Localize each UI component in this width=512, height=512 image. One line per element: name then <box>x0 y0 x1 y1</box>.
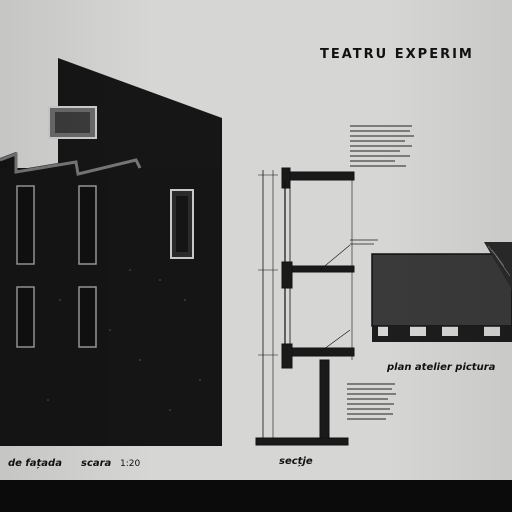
window-lower-2 <box>78 286 97 348</box>
window-lower-1 <box>16 286 35 348</box>
facade-texture <box>47 269 201 411</box>
window-upper-2 <box>78 185 97 265</box>
section-note-mid <box>350 239 378 245</box>
section-notes-bottom <box>347 383 396 420</box>
sheet-title: TEATRU EXPERIM <box>320 47 474 62</box>
scale-value: 1:20 <box>120 459 141 469</box>
plan-view <box>371 242 512 342</box>
section-notes-top <box>350 125 414 167</box>
scale-label: scara <box>81 458 112 469</box>
wall-section <box>255 167 355 446</box>
section-caption: secțje <box>279 456 313 467</box>
window-upper-1 <box>16 185 35 265</box>
roof-trim <box>0 151 142 176</box>
drawing-sheet: TEATRU EXPERIM de fațada scara 1:20 secț… <box>0 0 512 480</box>
bottom-border <box>0 480 512 512</box>
facade-caption: de fațada <box>8 458 62 469</box>
architectural-drawing <box>0 58 512 446</box>
plan-caption: plan atelier pictura <box>387 362 496 373</box>
